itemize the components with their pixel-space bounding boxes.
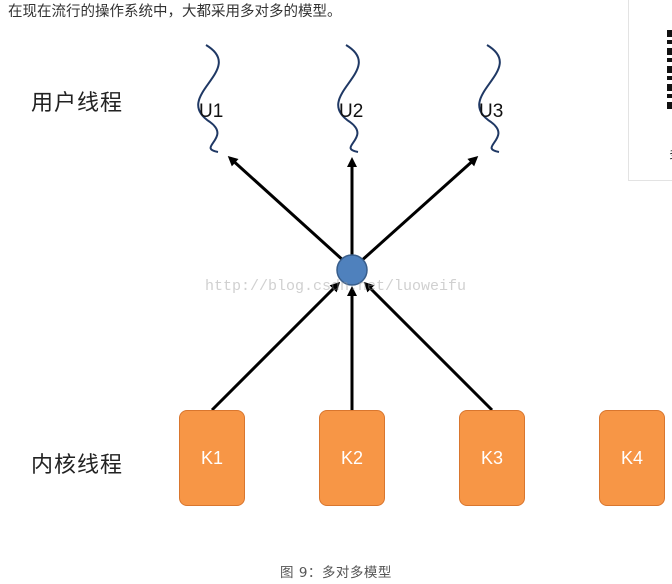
kernel-thread-k1-label: K1 bbox=[200, 447, 224, 468]
arrow-k3-to-hub bbox=[363, 281, 494, 412]
kernel-thread-k4-label: K4 bbox=[620, 447, 644, 468]
arrow-hub-to-u1 bbox=[227, 155, 347, 264]
user-thread-u3: U3 bbox=[479, 101, 504, 122]
qr-code-icon bbox=[667, 30, 672, 110]
user-thread-label: 用户线程 bbox=[31, 91, 124, 116]
kernel-thread-label: 内核线程 bbox=[31, 453, 124, 478]
kernel-thread-k4: K4 bbox=[599, 410, 665, 506]
user-thread-u1: U1 bbox=[199, 101, 224, 122]
side-card-text: 多 bbox=[669, 145, 672, 162]
user-thread-wave-3 bbox=[478, 44, 501, 153]
user-thread-wave-2 bbox=[337, 44, 360, 153]
kernel-thread-k2-label: K2 bbox=[340, 447, 364, 468]
side-card[interactable]: 多 bbox=[628, 0, 672, 181]
kernel-thread-k3-label: K3 bbox=[480, 447, 504, 468]
mapping-hub bbox=[336, 254, 368, 286]
watermark: http://blog.csdn.net/luoweifu bbox=[205, 278, 467, 295]
kernel-thread-k2: K2 bbox=[319, 410, 385, 506]
arrow-k1-to-hub bbox=[210, 281, 341, 412]
intro-text: 在现在流行的操作系统中，大都采用多对多的模型。 bbox=[8, 4, 342, 20]
user-thread-wave-1 bbox=[197, 44, 220, 153]
arrow-hub-to-u3 bbox=[358, 155, 479, 264]
kernel-thread-k3: K3 bbox=[459, 410, 525, 506]
figure-caption: 图 9：多对多模型 bbox=[280, 565, 392, 581]
kernel-thread-k1: K1 bbox=[179, 410, 245, 506]
user-thread-u2: U2 bbox=[339, 101, 364, 122]
